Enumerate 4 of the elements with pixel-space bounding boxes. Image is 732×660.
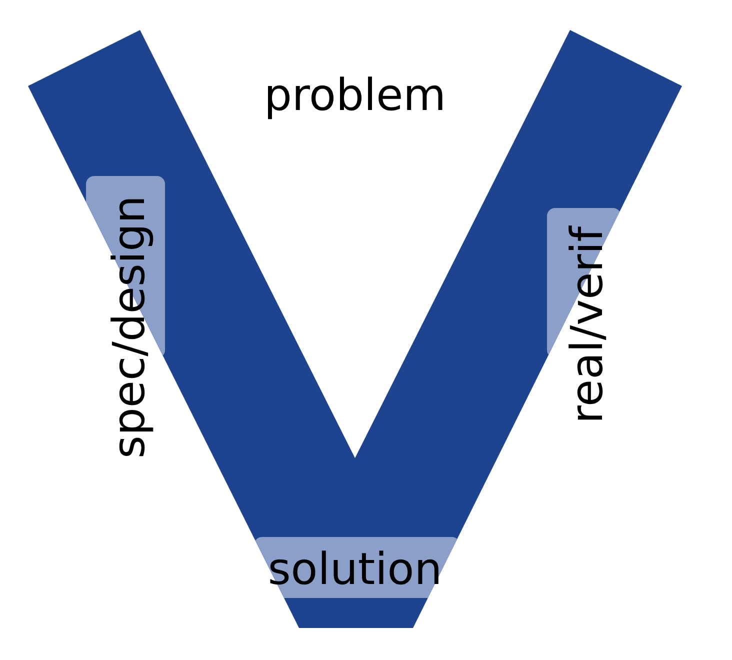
stage-label: solution	[268, 548, 442, 592]
stage-label: real/verif	[566, 226, 610, 424]
stage-label: spec/design	[108, 196, 152, 458]
top-label: problem	[264, 74, 446, 118]
